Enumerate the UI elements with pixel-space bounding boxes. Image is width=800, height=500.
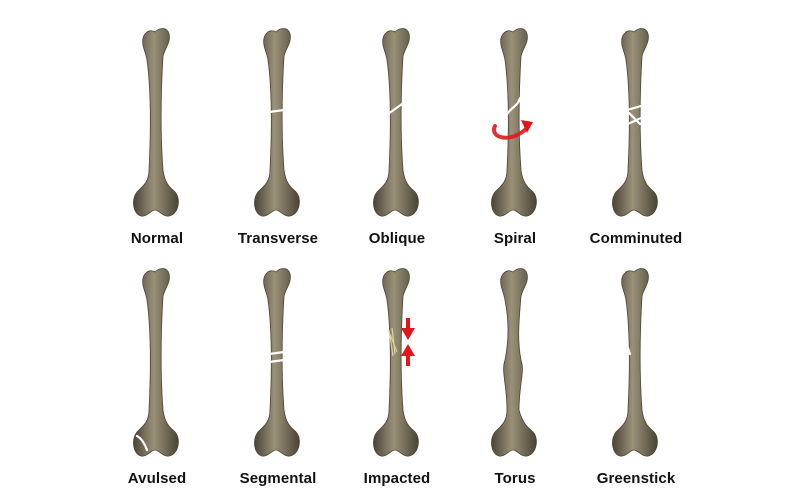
- fracture-label: Segmental: [239, 470, 317, 487]
- fracture-line: [135, 434, 149, 452]
- fracture-item-transverse: Transverse: [218, 20, 338, 260]
- fracture-line: [386, 102, 404, 116]
- fracture-label: Spiral: [493, 230, 537, 247]
- femur-bone-illustration: [373, 28, 419, 217]
- femur-shape: [133, 28, 179, 217]
- femur-bone-illustration: [612, 28, 658, 217]
- fracture-item-impacted: Impacted: [337, 260, 457, 500]
- femur-bone-illustration: [491, 28, 537, 217]
- fracture-line: [504, 96, 522, 118]
- fracture-item-greenstick: Greenstick: [576, 260, 696, 500]
- fracture-line: [625, 104, 643, 126]
- fracture-item-oblique: Oblique: [337, 20, 457, 260]
- rotation-arrow-icon: [492, 120, 533, 140]
- femur-bone-illustration: [133, 28, 179, 217]
- fracture-line: [267, 108, 286, 114]
- fracture-item-spiral: Spiral: [455, 20, 575, 260]
- fracture-label: Greenstick: [596, 470, 676, 487]
- femur-shape: [373, 268, 419, 457]
- femur-shape: [254, 28, 300, 217]
- fracture-line: [388, 327, 398, 357]
- fracture-item-torus: Torus: [455, 260, 575, 500]
- femur-shape: [612, 268, 658, 457]
- femur-shape: [612, 28, 658, 217]
- fracture-item-segmental: Segmental: [218, 260, 338, 500]
- fracture-label: Torus: [494, 470, 536, 487]
- fracture-item-comminuted: Comminuted: [576, 20, 696, 260]
- femur-bone-illustration: [254, 28, 300, 217]
- femur-bone-illustration: [612, 268, 658, 457]
- fracture-label: Oblique: [368, 230, 426, 247]
- fracture-item-normal: Normal: [97, 20, 217, 260]
- fracture-label: Transverse: [237, 230, 319, 247]
- fracture-label: Comminuted: [589, 230, 683, 247]
- fracture-label: Avulsed: [127, 470, 187, 487]
- femur-shape: [133, 268, 179, 457]
- femur-shape: [254, 268, 300, 457]
- fracture-label: Impacted: [363, 470, 431, 487]
- fracture-line: [267, 350, 286, 364]
- femur-bone-illustration: [254, 268, 300, 457]
- fracture-item-avulsed: Avulsed: [97, 260, 217, 500]
- fracture-line: [626, 346, 632, 356]
- femur-shape: [373, 28, 419, 217]
- femur-bone-illustration: [373, 268, 419, 457]
- compression-arrows-icon: [401, 318, 415, 366]
- fracture-label: Normal: [130, 230, 184, 247]
- femur-shape: [491, 28, 537, 217]
- femur-bone-illustration: [491, 268, 537, 457]
- femur-bone-illustration: [133, 268, 179, 457]
- femur-shape: [491, 268, 537, 457]
